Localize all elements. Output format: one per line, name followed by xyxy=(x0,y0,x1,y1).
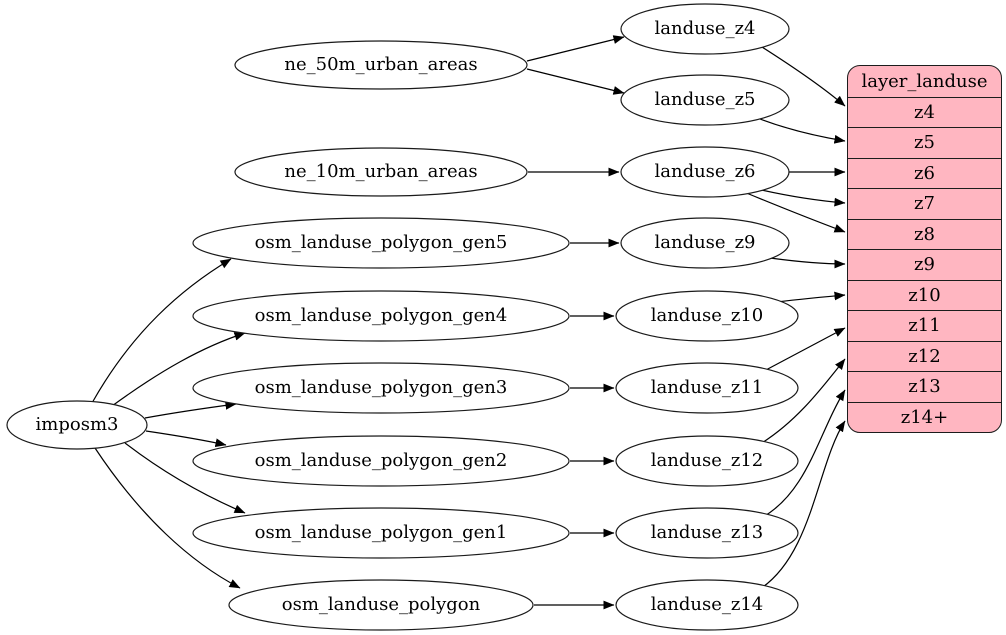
node-label-ne-50m-urban-areas: ne_50m_urban_areas xyxy=(284,54,478,75)
node-label-osm-landuse-polygon: osm_landuse_polygon xyxy=(281,594,481,615)
node-landuse-z11-ellipse xyxy=(615,362,799,414)
edge-landuse-z6-row-z8 xyxy=(743,191,846,233)
nodes-group xyxy=(6,3,799,631)
node-label-osm-landuse-polygon-gen5: osm_landuse_polygon_gen5 xyxy=(254,232,508,253)
table-row-z4: z4 xyxy=(848,96,1001,128)
table-row-z5: z5 xyxy=(848,127,1001,158)
edge-landuse-z14-row-z14plus xyxy=(759,420,846,590)
node-osm-landuse-polygon-ellipse xyxy=(228,579,534,631)
table-row-z6: z6 xyxy=(848,157,1001,189)
node-label-landuse-z11: landuse_z11 xyxy=(650,377,764,398)
node-osm-landuse-polygon-gen2-ellipse xyxy=(192,435,570,487)
node-imposm3-ellipse xyxy=(6,400,148,450)
table-row-z14plus: z14+ xyxy=(848,401,1001,433)
edge-landuse-z5-row-z5 xyxy=(759,118,846,144)
node-label-landuse-z10: landuse_z10 xyxy=(650,305,764,326)
edge-landuse-z6-row-z7 xyxy=(756,188,846,207)
node-label-ne-10m-urban-areas: ne_10m_urban_areas xyxy=(284,161,478,182)
node-ne-50m-urban-areas-ellipse xyxy=(234,40,528,90)
layer-landuse-table: layer_landuse z4 z5 z6 z7 z8 z9 z10 z11 … xyxy=(847,65,1002,433)
edge-imposm3-polygon xyxy=(94,447,241,589)
edge-landuse-z9-row-z9 xyxy=(769,257,846,269)
node-label-landuse-z14: landuse_z14 xyxy=(650,594,764,615)
edge-imposm3-gen3 xyxy=(144,401,237,419)
node-label-landuse-z13: landuse_z13 xyxy=(650,522,764,543)
node-label-osm-landuse-polygon-gen1: osm_landuse_polygon_gen1 xyxy=(254,522,508,543)
node-label-landuse-z5: landuse_z5 xyxy=(654,89,756,110)
node-landuse-z5-ellipse xyxy=(620,74,790,126)
table-row-z11: z11 xyxy=(848,310,1001,341)
node-landuse-z13-ellipse xyxy=(615,507,799,559)
edges-group xyxy=(91,35,846,610)
node-label-imposm3: imposm3 xyxy=(35,414,119,435)
node-label-osm-landuse-polygon-gen2: osm_landuse_polygon_gen2 xyxy=(254,450,508,471)
table-row-z13: z13 xyxy=(848,371,1001,402)
edge-landuse-z12-row-z12 xyxy=(756,358,846,447)
node-label-landuse-z12: landuse_z12 xyxy=(650,450,764,471)
node-label-osm-landuse-polygon-gen3: osm_landuse_polygon_gen3 xyxy=(254,377,508,398)
node-osm-landuse-polygon-gen1-ellipse xyxy=(192,507,570,559)
node-landuse-z14-ellipse xyxy=(615,579,799,631)
node-label-osm-landuse-polygon-gen4: osm_landuse_polygon_gen4 xyxy=(254,305,508,326)
node-label-landuse-z9: landuse_z9 xyxy=(654,232,756,253)
edge-imposm3-gen4 xyxy=(111,332,246,407)
node-label-landuse-z4: landuse_z4 xyxy=(654,18,756,39)
node-landuse-z9-ellipse xyxy=(620,217,790,269)
edge-ne50m-landuse-z4 xyxy=(526,35,625,62)
table-row-z10: z10 xyxy=(848,279,1001,311)
node-landuse-z10-ellipse xyxy=(615,290,799,342)
edge-landuse-z13-row-z13 xyxy=(762,389,846,518)
table-title: layer_landuse xyxy=(861,70,988,92)
edge-ne50m-landuse-z5 xyxy=(526,68,625,95)
node-landuse-z12-ellipse xyxy=(615,435,799,487)
node-landuse-z6-ellipse xyxy=(620,146,790,198)
edge-landuse-z11-row-z11 xyxy=(763,327,846,372)
node-ne-10m-urban-areas-ellipse xyxy=(234,147,528,197)
node-osm-landuse-polygon-gen4-ellipse xyxy=(192,290,570,342)
node-osm-landuse-polygon-gen3-ellipse xyxy=(192,362,570,414)
table-row-z12: z12 xyxy=(848,340,1001,372)
table-row-z8: z8 xyxy=(848,218,1001,250)
node-label-landuse-z6: landuse_z6 xyxy=(654,161,756,182)
edge-landuse-z4-row-z4 xyxy=(761,46,846,107)
edge-imposm3-gen2 xyxy=(145,430,227,448)
node-landuse-z4-ellipse xyxy=(620,3,790,55)
node-osm-landuse-polygon-gen5-ellipse xyxy=(192,217,570,269)
edge-imposm3-gen1 xyxy=(124,442,246,514)
edge-imposm3-gen5 xyxy=(91,258,232,404)
table-row-z9: z9 xyxy=(848,249,1001,280)
table-row-z7: z7 xyxy=(848,188,1001,219)
